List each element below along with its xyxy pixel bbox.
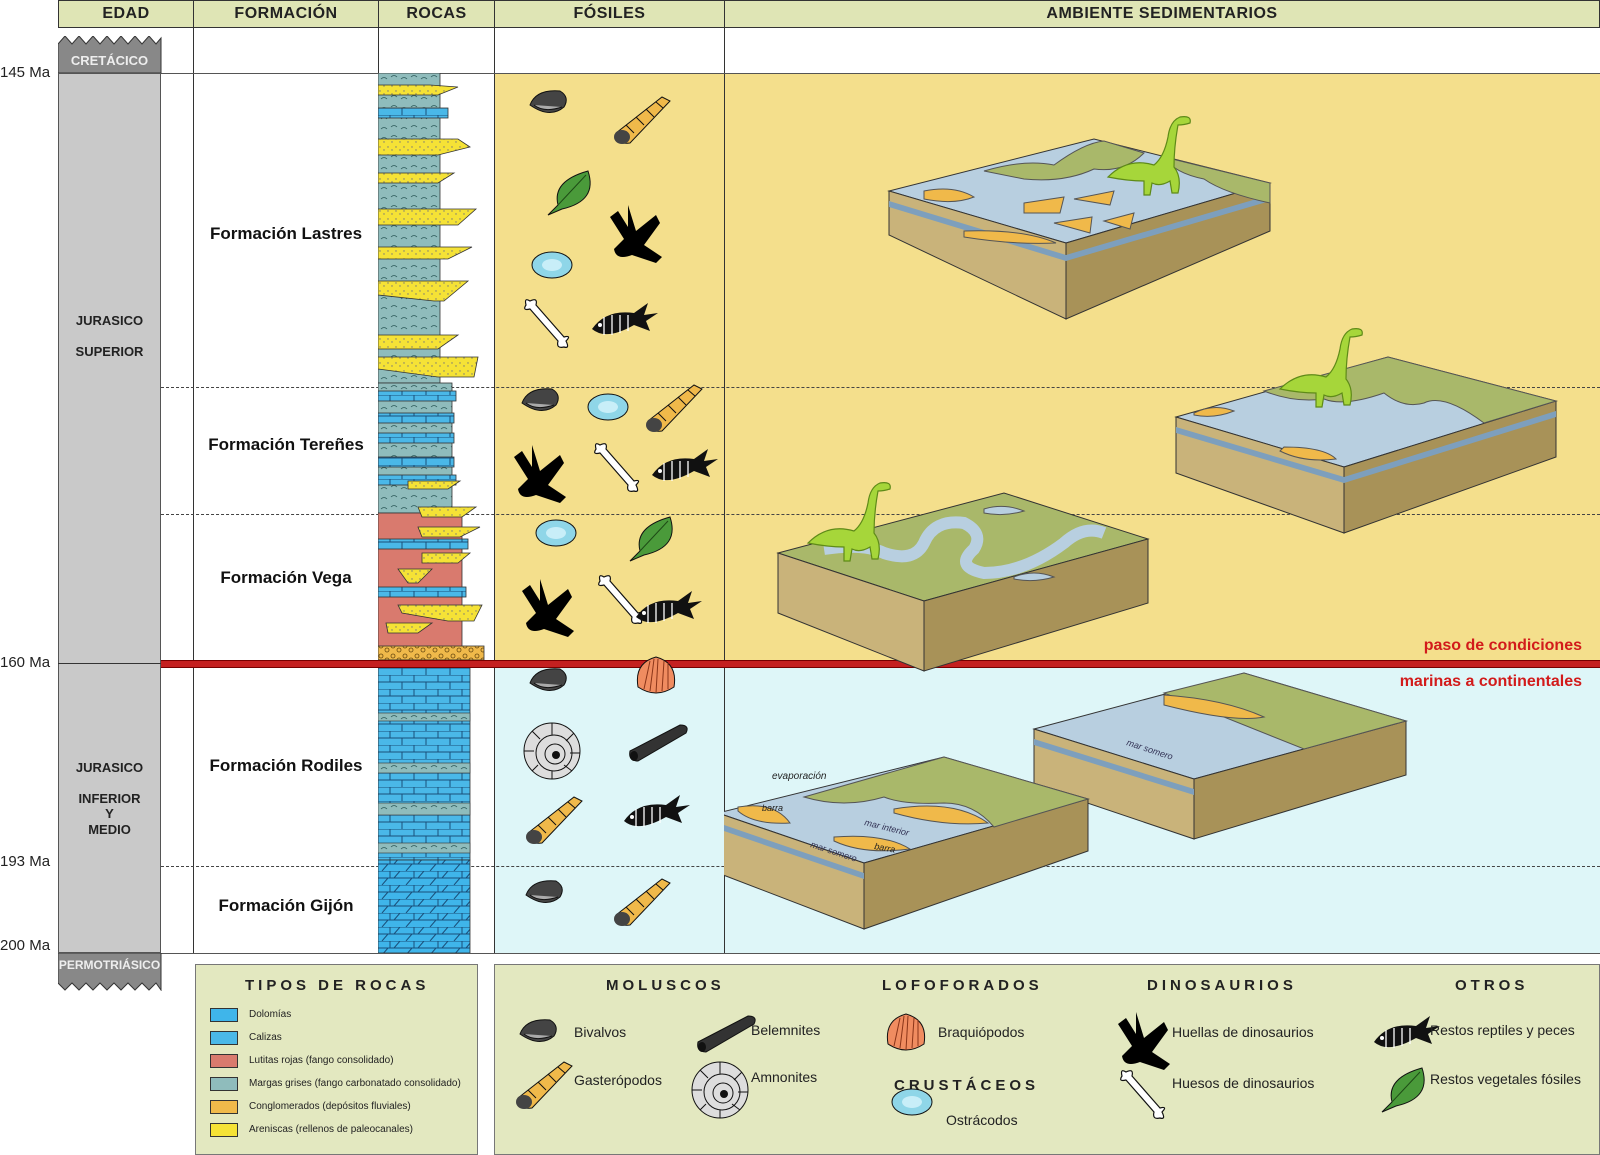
header-formation: FORMACIÓN <box>193 0 379 28</box>
permotriassic-box <box>58 953 162 991</box>
swatch-conglomerate <box>210 1100 238 1114</box>
bar-label-1: barra <box>762 803 783 813</box>
legend-ostracods: Ostrácodos <box>946 1112 1018 1128</box>
environment-blocks: mar somero evaporación barra barra mar i… <box>724 115 1558 930</box>
column-line <box>494 0 495 953</box>
lastres-block <box>887 115 1272 320</box>
rodiles-lower-block: evaporación barra barra mar interior mar… <box>724 756 1090 930</box>
lower-jurassic-label-4: MEDIO <box>88 822 131 837</box>
formation-rodiles: Formación Rodiles <box>209 756 363 775</box>
cretaceous-box <box>58 36 162 74</box>
legend-lophophorates-title: LOFOFORADOS <box>882 977 1043 994</box>
legend-dino-bones: Huesos de dinosaurios <box>1172 1075 1315 1091</box>
upper-jurassic-label-1: JURASICO <box>75 313 144 328</box>
legend-fossils-panel <box>494 964 1600 1155</box>
terenes-block <box>1174 328 1558 534</box>
age-145: 145 Ma <box>0 64 51 81</box>
boundary-lastres-terenes <box>161 387 1600 388</box>
swatch-sandstone <box>210 1123 238 1137</box>
upper-jurassic-label-2: SUPERIOR <box>75 344 144 359</box>
legend-marl: Margas grises (fango carbonatado consoli… <box>249 1078 461 1089</box>
vega-block <box>776 482 1150 672</box>
rodiles-upper-block: mar somero <box>1032 672 1408 840</box>
age-193: 193 Ma <box>0 853 51 870</box>
swatch-dolomite <box>210 1008 238 1022</box>
legend-others-title: OTROS <box>1455 977 1529 994</box>
transition-note-1: paso de condiciones <box>1423 637 1582 654</box>
lower-jurassic-label-2: INFERIOR <box>78 791 141 806</box>
transition-tick <box>58 663 161 664</box>
legend-belemnites: Belemnites <box>751 1022 821 1038</box>
legend-sandstone: Areniscas (rellenos de paleocanales) <box>249 1124 413 1135</box>
cretaceous-label: CRETÁCICO <box>70 53 149 68</box>
legend-rocks-title: TIPOS DE ROCAS <box>245 977 430 994</box>
formation-gijon: Formación Gijón <box>218 896 354 915</box>
permotriassic-label: PERMOTRIÁSICO <box>58 958 161 972</box>
transition-line <box>161 660 1600 668</box>
legend-ammonites: Amnonites <box>751 1069 818 1085</box>
legend-reptile-fish: Restos reptiles y peces <box>1430 1022 1575 1038</box>
legend-bivalves: Bivalvos <box>574 1024 627 1040</box>
legend-rocks-panel <box>195 964 478 1155</box>
boundary-terenes-vega <box>161 514 1600 515</box>
bar-label-2: barra <box>874 841 896 854</box>
legend-icons <box>515 1012 1441 1120</box>
header-rocks: ROCAS <box>378 0 495 28</box>
rock-column <box>378 73 485 953</box>
header-environment: AMBIENTE SEDIMENTARIOS <box>724 0 1600 28</box>
legend-plant-fossils: Restos vegetales fósiles <box>1430 1071 1581 1087</box>
age-200: 200 Ma <box>0 937 51 954</box>
swatch-red-shale <box>210 1054 238 1068</box>
legend-dinosaurs-title: DINOSAURIOS <box>1147 977 1297 994</box>
legend-brachiopods: Braquiópodos <box>938 1024 1025 1040</box>
legend-limestone: Calizas <box>249 1032 282 1043</box>
lower-jurassic-label-1: JURASICO <box>75 760 144 775</box>
header-age: EDAD <box>58 0 194 28</box>
fossil-column <box>514 90 719 927</box>
column-line <box>193 0 194 953</box>
lower-jurassic-label-3: Y <box>105 806 114 821</box>
swatch-marl <box>210 1077 238 1091</box>
evaporation-label: evaporación <box>772 771 827 782</box>
legend-conglomerate: Conglomerados (depósitos fluviales) <box>249 1101 411 1112</box>
bottom-200-line <box>58 953 1600 954</box>
formation-vega: Formación Vega <box>220 568 352 587</box>
legend-dolomite: Dolomías <box>249 1009 292 1020</box>
legend-molluscs-title: MOLUSCOS <box>606 977 725 994</box>
legend-gastropods: Gasterópodos <box>574 1072 662 1088</box>
top-145-line <box>58 73 1600 74</box>
swatch-limestone <box>210 1031 238 1045</box>
legend-crustaceans-title: CRUSTÁCEOS <box>894 1077 1040 1094</box>
legend-dino-tracks: Huellas de dinosaurios <box>1172 1024 1314 1040</box>
column-line <box>724 0 725 953</box>
formation-terenes: Formación Tereñes <box>208 435 364 454</box>
transition-note-2: marinas a continentales <box>1399 673 1582 690</box>
jurassic-column <box>58 73 161 953</box>
legend-red-shale: Lutitas rojas (fango consolidado) <box>249 1055 394 1066</box>
header-fossils: FÓSILES <box>494 0 725 28</box>
formation-lastres: Formación Lastres <box>209 224 363 243</box>
age-160: 160 Ma <box>0 654 51 671</box>
